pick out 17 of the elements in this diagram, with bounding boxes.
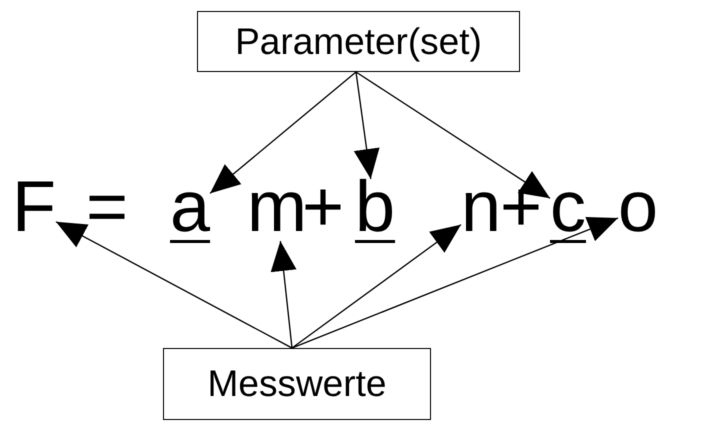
arrow [292,217,618,349]
arrow [210,72,356,194]
arrow [292,224,462,349]
operator-sign: = [86,171,128,243]
text-box: Parameter(set) [197,11,520,72]
formula-symbol: n [461,171,502,243]
formula-symbol: F [12,171,56,243]
arrow [56,221,292,349]
operator-sign: + [500,171,542,243]
arrow [354,72,380,180]
arrow [356,71,550,199]
text-box: Messwerte [163,348,431,420]
formula-symbol: o [618,171,658,243]
arrow [270,240,297,348]
parameter-symbol: b [355,171,396,243]
parameter-symbol: c [550,171,586,243]
parameter-symbol: a [170,171,210,243]
